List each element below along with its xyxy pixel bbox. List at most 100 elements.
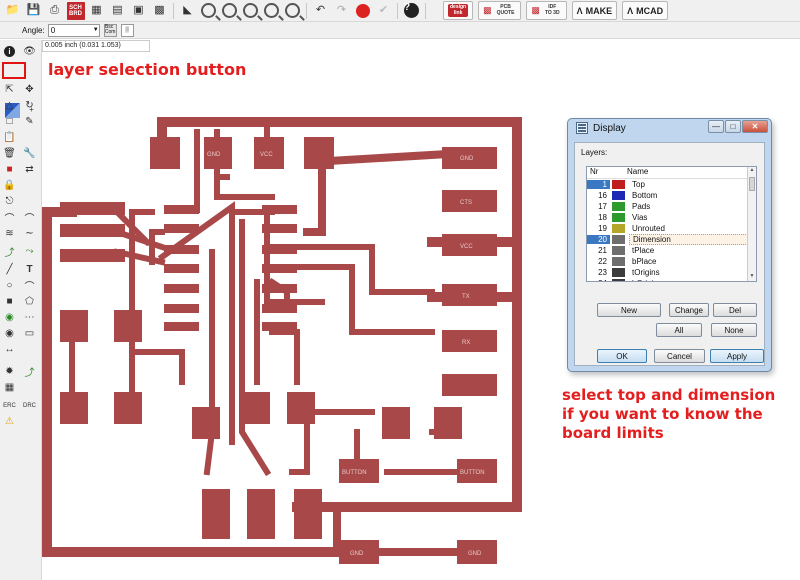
mark-icon[interactable]: + (29, 105, 34, 114)
sch-brd-icon[interactable]: SCH BRD (66, 1, 85, 20)
zoom-fit-icon[interactable] (200, 2, 218, 20)
erc-icon[interactable]: ERC (3, 402, 16, 409)
rotate-icon[interactable]: ↻ (25, 100, 34, 111)
folder-icon[interactable]: 📁 (5, 4, 20, 16)
minimize-icon[interactable]: — (708, 120, 724, 133)
ok-button[interactable]: OK (597, 349, 647, 363)
save-icon[interactable]: 💾 (26, 4, 41, 16)
auto-icon[interactable]: ▦ (4, 382, 15, 393)
warning-icon[interactable]: ⚠ (5, 416, 14, 427)
zoom-in-icon[interactable] (221, 2, 239, 20)
copy-icon[interactable]: ✥ (25, 84, 34, 95)
undo-icon[interactable]: ↶ (315, 4, 326, 16)
optimize-icon[interactable]: ≋ (5, 228, 14, 239)
rect-icon[interactable]: ■ (6, 296, 13, 307)
layer-list-scrollbar[interactable]: ▲ ▼ (747, 167, 756, 281)
stop-icon[interactable] (354, 2, 372, 20)
autorouter-icon[interactable]: ⤴ (24, 368, 35, 379)
add-part-icon[interactable]: ■ (6, 164, 13, 175)
mirror-icon[interactable]: ▒ (120, 23, 134, 37)
print-icon[interactable]: ⎙ (50, 4, 59, 16)
del-button[interactable]: Del (713, 303, 757, 317)
move-icon[interactable]: ⇱ (5, 84, 14, 95)
layer-row[interactable]: 24bOrigins (587, 278, 756, 281)
layer-color-swatch (612, 279, 625, 281)
mcad-label: MCAD (636, 5, 664, 16)
scroll-thumb[interactable] (749, 177, 755, 191)
circle-icon[interactable]: ○ (6, 280, 13, 291)
hole-icon[interactable]: ◉ (5, 328, 14, 339)
col-name[interactable]: Name (627, 167, 649, 176)
layer-name: tPlace (632, 246, 655, 255)
polygon-icon[interactable]: ⬠ (25, 296, 34, 307)
attribute-icon[interactable]: ▭ (24, 328, 35, 339)
ulp-icon[interactable]: ▣ (133, 4, 144, 16)
design-link-button[interactable]: design link (443, 1, 474, 20)
run-script-icon[interactable]: ▤ (112, 4, 123, 16)
via-icon[interactable]: ◉ (5, 312, 14, 323)
layers-icon[interactable]: ◣ (183, 4, 192, 16)
pcb-quote-button[interactable]: ▩PCB QUOTE (478, 1, 522, 20)
text-icon[interactable]: T (26, 264, 33, 275)
zoom-redraw-icon[interactable] (284, 2, 302, 20)
wrench-icon[interactable]: 🔧 (23, 148, 36, 159)
replace-icon[interactable]: ⇄ (25, 164, 34, 175)
smash-icon[interactable]: ⎋ (5, 196, 14, 207)
wire-icon[interactable]: ╱ (6, 264, 13, 275)
group-icon[interactable]: □ (6, 116, 13, 127)
dimension-icon[interactable]: ↔ (4, 344, 15, 355)
col-nr[interactable]: Nr (590, 167, 599, 176)
scroll-up-icon[interactable]: ▲ (749, 167, 755, 173)
cancel-button[interactable]: Cancel (654, 349, 705, 363)
board-canvas[interactable]: GND CTS VCC TX RX BUTTON BUTTON GND GND … (42, 52, 600, 580)
ripup-icon[interactable]: ⤳ (25, 246, 34, 257)
layer-name: Bottom (632, 191, 658, 200)
change-icon[interactable]: ✎ (25, 116, 34, 127)
all-button[interactable]: All (656, 323, 702, 337)
zoom-out-icon[interactable] (242, 2, 260, 20)
info-icon[interactable]: i (2, 44, 17, 59)
angle-select[interactable]: 0 ▼ (47, 23, 100, 37)
signal-icon[interactable]: ⋯ (24, 312, 35, 323)
display-layers-icon[interactable] (5, 103, 20, 118)
redo-icon[interactable]: ↷ (336, 4, 347, 16)
delete-icon[interactable]: 🗑 (3, 148, 16, 159)
board-view-icon[interactable]: ▩ (154, 4, 165, 16)
drc-icon[interactable]: DRC (23, 402, 36, 409)
arc-icon[interactable]: ⌒ (24, 282, 35, 293)
apply-button[interactable]: Apply (710, 349, 764, 363)
new-button[interactable]: New (597, 303, 661, 317)
split-icon[interactable]: ⌒ (24, 214, 35, 225)
none-button[interactable]: None (711, 323, 757, 337)
mirror-icon[interactable]: △ (5, 100, 14, 111)
change-button[interactable]: Change (669, 303, 709, 317)
ratsnest-icon[interactable]: ✹ (5, 366, 14, 377)
close-icon[interactable]: ✕ (742, 120, 768, 133)
paste-icon[interactable]: 📋 (3, 132, 16, 143)
zoom-region-icon[interactable] (263, 2, 281, 20)
route-icon[interactable]: ⤴ (4, 248, 15, 259)
maximize-icon[interactable]: □ (725, 120, 741, 133)
idf-to-3d-button[interactable]: ▩IDF TO 3D (526, 1, 567, 20)
show-icon[interactable]: 👁 (23, 46, 36, 57)
scroll-down-icon[interactable]: ▼ (749, 273, 755, 279)
bend-style-icon[interactable]: Bsc Com (103, 23, 117, 37)
go-icon[interactable]: ✔ (378, 4, 389, 16)
meander-icon[interactable]: ∼ (25, 228, 34, 239)
miter-icon[interactable]: ⌒ (4, 214, 15, 225)
library-icon[interactable]: ▦ (91, 4, 102, 16)
lock-icon[interactable]: 🔒 (3, 180, 16, 191)
help-icon[interactable]: ? (403, 2, 421, 20)
